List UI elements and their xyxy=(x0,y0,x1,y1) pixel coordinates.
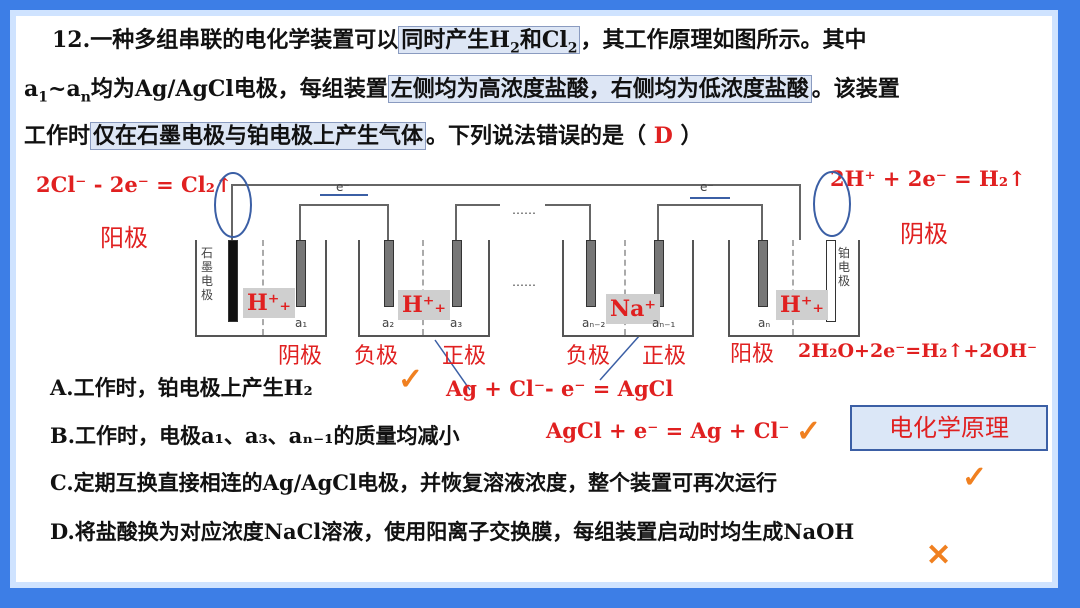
option-c: C.定期互换直接相连的Ag/AgCl电极，并恢复溶液浓度，整个装置可再次运行 xyxy=(50,470,777,495)
question-line-1: 12.一种多组串联的电化学装置可以同时产生H2和Cl2，其工作原理如图所示。其中 xyxy=(52,26,867,57)
topic-tag: 电化学原理 xyxy=(850,405,1048,451)
cross-d: ✕ xyxy=(926,538,952,573)
label-negative-1: 负极 xyxy=(354,344,399,369)
highlight-3: 仅在石墨电极与铂电极上产生气体 xyxy=(90,122,427,150)
label-a1: a₁ xyxy=(295,316,308,330)
slide-frame xyxy=(10,10,1058,588)
option-d: D.将盐酸换为对应浓度NaCl溶液，使用阳离子交换膜，每组装置启动时均生成NaO… xyxy=(50,519,855,544)
label-cathode-a1: 阴极 xyxy=(278,344,323,369)
question-line-3: 工作时仅在石墨电极与铂电极上产生气体。下列说法错误的是（ D ） xyxy=(24,122,703,150)
dots-mid: …… xyxy=(512,275,536,289)
agcl-reduction-equation: AgCl + e⁻ = Ag + Cl⁻ xyxy=(546,418,790,443)
water-equation: 2H₂O+2e⁻=H₂↑+2OH⁻ xyxy=(798,340,1038,362)
answer: D xyxy=(653,123,673,149)
question-line-2: a1~an均为Ag/AgCl电极，每组装置左侧均为高浓度盐酸，右侧均为低浓度盐酸… xyxy=(24,75,900,106)
check-b: ✓ xyxy=(796,414,822,449)
platinum-label: 铂电极 xyxy=(838,246,851,288)
electrode-a1 xyxy=(296,240,306,307)
label-anode-an: 阳极 xyxy=(730,342,775,367)
electrode-an xyxy=(758,240,768,307)
dots-top: …… xyxy=(512,203,536,217)
electrode-an2 xyxy=(586,240,596,307)
ion-h-1: H⁺₊ xyxy=(243,288,296,318)
membrane-1 xyxy=(262,240,264,335)
label-an: aₙ xyxy=(758,316,771,330)
membrane-4 xyxy=(792,240,794,335)
cathode-label: 阴极 xyxy=(900,220,948,248)
membrane-2 xyxy=(422,240,424,335)
cell-4 xyxy=(728,240,860,337)
left-equation: 2Cl⁻ - 2e⁻ = Cl₂↑ xyxy=(36,172,233,197)
anode-label: 阳极 xyxy=(100,224,148,252)
option-a: A.工作时，铂电极上产生H₂ xyxy=(50,375,313,400)
highlight-1: 同时产生H2和Cl2 xyxy=(398,26,581,56)
membrane-3 xyxy=(624,240,626,335)
ion-h-3: H⁺₊ xyxy=(776,290,829,320)
electron-label-1: e⁻ xyxy=(336,180,350,194)
label-an2: aₙ₋₂ xyxy=(582,316,606,330)
label-positive-1: 正极 xyxy=(442,344,487,369)
ion-na: Na⁺ xyxy=(606,294,660,324)
highlight-2: 左侧均为高浓度盐酸，右侧均为低浓度盐酸 xyxy=(387,75,812,103)
graphite-electrode xyxy=(228,240,238,322)
option-b: B.工作时，电极a₁、a₃、aₙ₋₁的质量均减小 xyxy=(50,423,460,448)
electron-label-2: e⁻ xyxy=(700,180,714,194)
cell-2 xyxy=(358,240,490,337)
right-equation: 2H⁺ + 2e⁻ = H₂↑ xyxy=(830,166,1026,191)
platinum-electrode xyxy=(826,240,836,322)
graphite-label: 石墨电极 xyxy=(201,246,214,302)
ion-h-2: H⁺₊ xyxy=(398,290,451,320)
check-c: ✓ xyxy=(962,460,988,495)
label-a2: a₂ xyxy=(382,316,395,330)
agcl-oxidation-equation: Ag + Cl⁻- e⁻ = AgCl xyxy=(446,376,674,401)
electrode-a2 xyxy=(384,240,394,307)
electrode-a3 xyxy=(452,240,462,307)
label-positive-2: 正极 xyxy=(642,344,687,369)
label-a3: a₃ xyxy=(450,316,463,330)
label-an1: aₙ₋₁ xyxy=(652,316,676,330)
check-a: ✓ xyxy=(398,362,424,397)
label-negative-2: 负极 xyxy=(566,344,611,369)
